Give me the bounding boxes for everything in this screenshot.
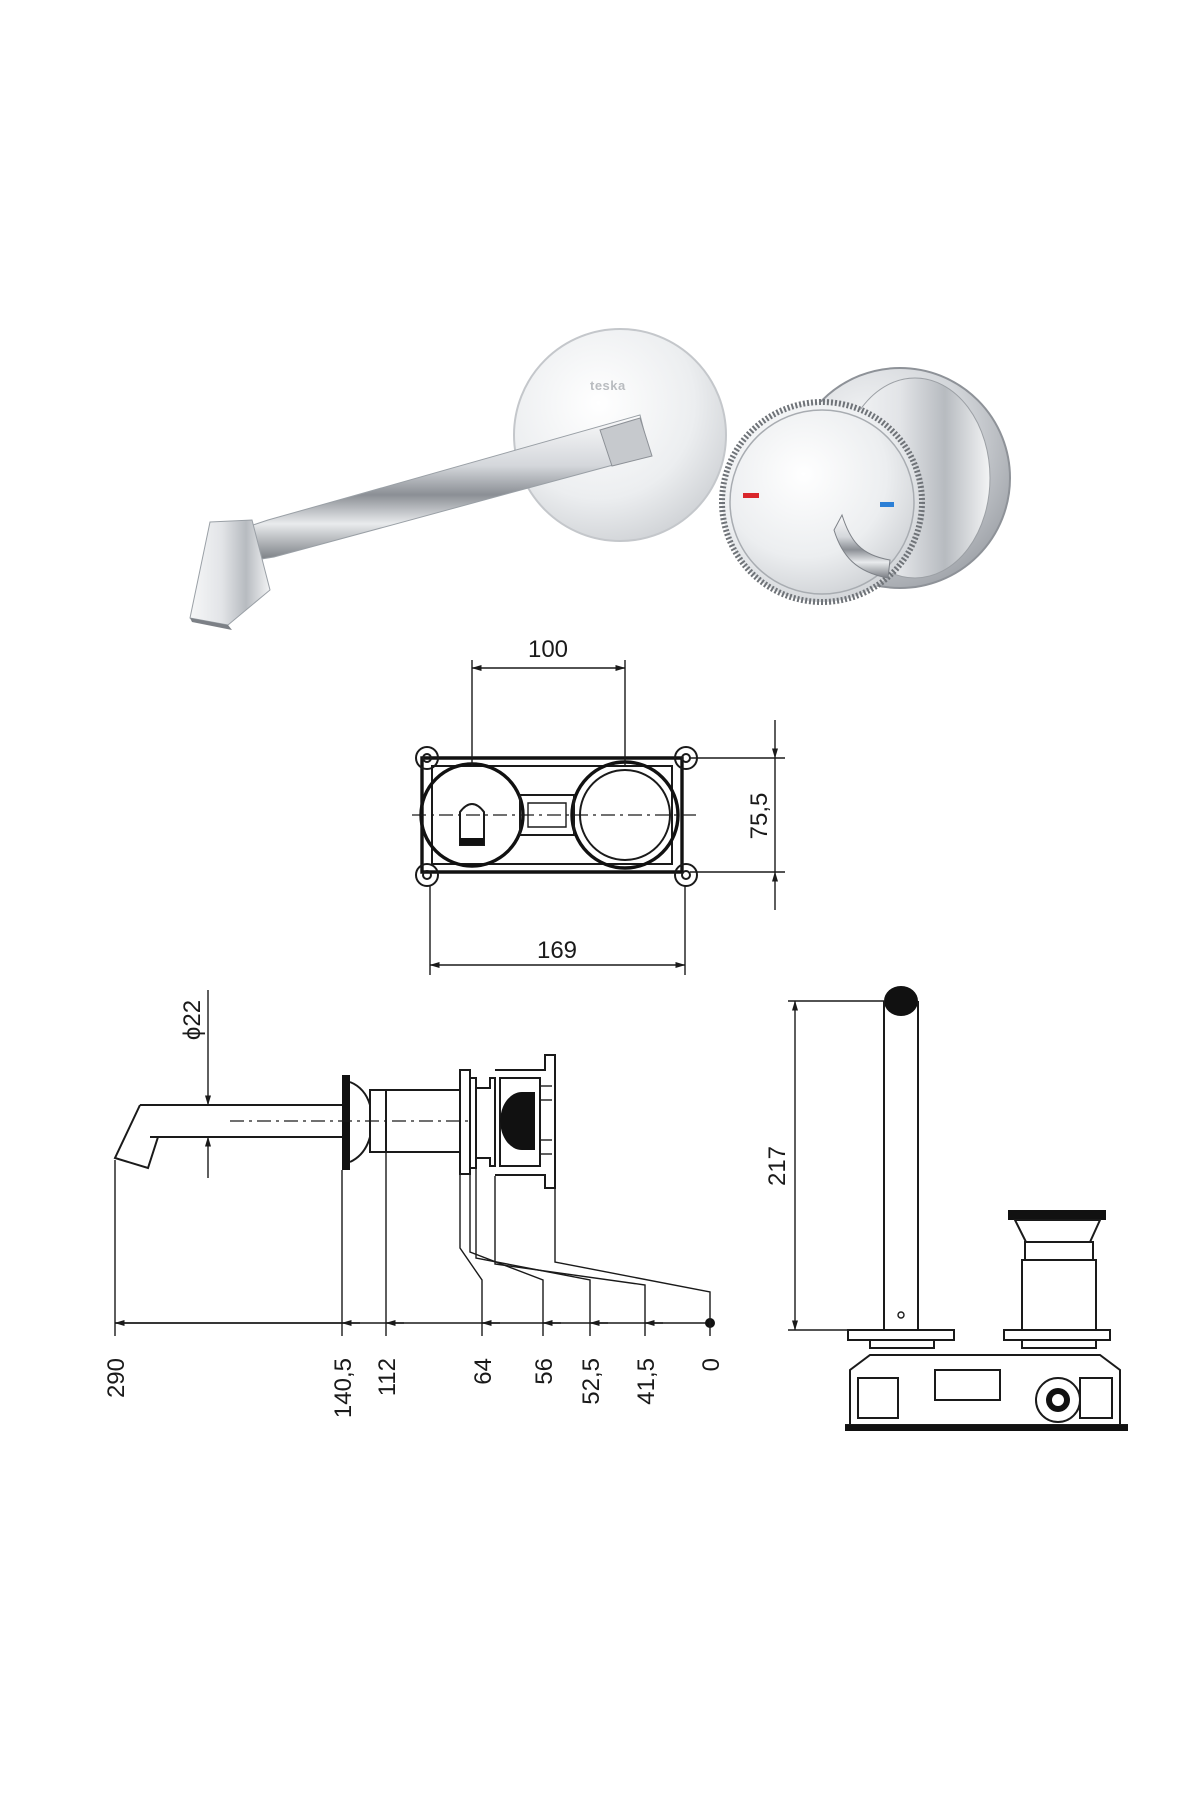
depth-label-52-5: 52,5 <box>578 1358 605 1405</box>
spout-tip <box>189 519 271 626</box>
mixer-lever[interactable] <box>833 513 891 579</box>
depth-label-0: 0 <box>698 1358 725 1371</box>
side-view: ϕ22 290 140,5 112 64 56 5 <box>103 990 725 1418</box>
product-render: teska <box>189 328 1011 630</box>
brand-logo: teska <box>590 378 626 393</box>
dim-spout-diameter: ϕ22 <box>179 1000 206 1040</box>
dim-height: 75,5 <box>746 793 773 840</box>
dim-total-width: 169 <box>537 937 577 964</box>
dim-spout-height: 217 <box>764 1146 791 1186</box>
hot-indicator <box>743 493 759 498</box>
depth-label-64: 64 <box>470 1358 497 1385</box>
depth-label-140-5: 140,5 <box>330 1358 357 1418</box>
depth-label-56: 56 <box>531 1358 558 1385</box>
depth-label-41-5: 41,5 <box>633 1358 660 1405</box>
right-view: 217 <box>764 986 1128 1431</box>
cold-indicator <box>880 502 894 507</box>
depth-label-290: 290 <box>103 1358 130 1398</box>
front-view: 100 75,5 169 <box>412 636 785 975</box>
dim-center-distance: 100 <box>528 636 568 663</box>
depth-label-112: 112 <box>374 1358 401 1396</box>
